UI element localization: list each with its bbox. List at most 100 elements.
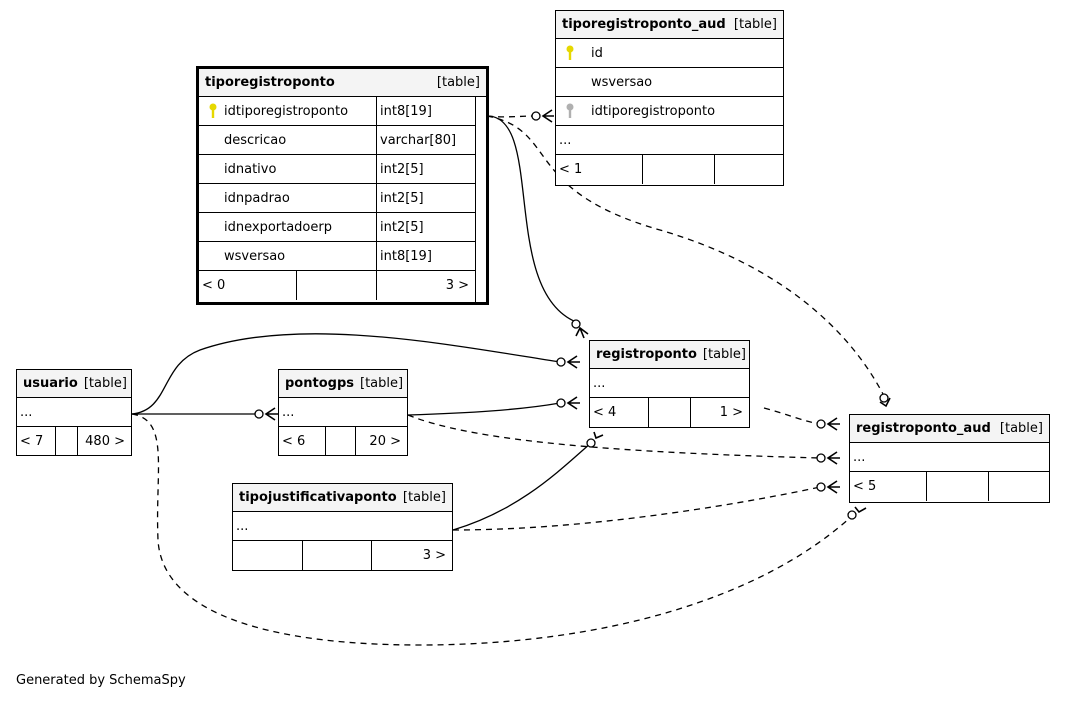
table-tiporegistroponto-aud[interactable]: tiporegistroponto_aud [table] id wsversa… (555, 10, 784, 186)
column-name: wsversao (224, 248, 286, 264)
child-count: 3 > (376, 271, 475, 300)
column-row: ... (279, 398, 407, 427)
edge-end-circle (571, 319, 581, 329)
column-name: id (591, 45, 603, 61)
child-count: 1 > (690, 398, 749, 427)
edge-end-circle (254, 409, 264, 419)
row-count (55, 427, 77, 456)
column-name: ... (282, 404, 295, 420)
column-row: idnpadrao int2[5] (199, 184, 475, 213)
parent-count: < 7 (20, 434, 44, 449)
table-footer: < 4 1 > (590, 398, 749, 427)
column-type: varchar[80] (376, 126, 475, 154)
edge-end-circle (556, 357, 566, 367)
crowfoot-icon (826, 451, 840, 465)
parent-count: < 6 (282, 434, 306, 449)
edge-end-circle (816, 419, 826, 429)
table-header: tiporegistroponto [table] (199, 69, 486, 97)
column-name: ... (559, 132, 572, 148)
table-header: registroponto_aud [table] (850, 415, 1049, 443)
column-name: idtiporegistroponto (591, 103, 716, 119)
edge-end-circle (586, 438, 596, 448)
table-type: [table] (702, 347, 746, 362)
table-footer: < 5 (850, 472, 1049, 501)
crowfoot-icon (854, 506, 867, 514)
table-name: usuario (23, 376, 78, 391)
edge-pontogps-to-registroponto-aud (407, 414, 821, 459)
crowfoot-icon (264, 407, 278, 421)
table-pontogps[interactable]: pontogps [table] ... < 6 20 > (278, 369, 408, 456)
table-header: registroponto [table] (590, 341, 749, 369)
edge-tipojustificativaponto-to-registroponto (452, 442, 592, 531)
row-count (302, 541, 371, 570)
edge-end-circle (556, 398, 566, 408)
crowfoot-icon (566, 396, 580, 410)
table-footer: < 1 (556, 155, 783, 184)
crowfoot-icon (826, 417, 840, 431)
parent-count: < 5 (853, 479, 877, 494)
table-footer: 3 > (233, 541, 452, 570)
table-header: tiporegistroponto_aud [table] (556, 11, 783, 39)
column-name: ... (236, 518, 249, 534)
table-type: [table] (733, 17, 777, 32)
table-name: tipojustificativaponto (239, 490, 397, 505)
crowfoot-icon (826, 480, 840, 494)
column-row: descricao varchar[80] (199, 126, 475, 155)
column-row: ... (590, 369, 749, 398)
column-type: int2[5] (376, 213, 475, 241)
table-registroponto-aud[interactable]: registroponto_aud [table] ... < 5 (849, 414, 1050, 503)
column-name: idnativo (224, 161, 277, 177)
table-type: [table] (436, 75, 480, 90)
edge-tipojustificativaponto-to-registroponto-aud (452, 486, 821, 531)
table-type: [table] (402, 490, 446, 505)
column-name: ... (853, 449, 866, 465)
row-count (926, 472, 988, 501)
child-count (988, 472, 1049, 501)
table-header: usuario [table] (17, 370, 131, 398)
row-count (642, 155, 714, 184)
table-type: [table] (999, 421, 1043, 436)
column-type: int2[5] (376, 184, 475, 212)
column-name: descricao (224, 132, 287, 148)
child-count: 480 > (77, 427, 131, 456)
table-name: pontogps (285, 376, 354, 391)
edge-usuario-to-registroponto (131, 333, 561, 415)
crowfoot-icon (566, 355, 580, 369)
column-name: idtiporegistroponto (224, 103, 349, 119)
table-registroponto[interactable]: registroponto [table] ... < 4 1 > (589, 340, 750, 428)
crowfoot-icon (541, 109, 554, 123)
parent-count: < 4 (593, 405, 617, 420)
edge-end-circle (531, 111, 541, 121)
edge-tiporegistroponto-to-registroponto (486, 115, 577, 323)
column-row: ... (850, 443, 1049, 472)
column-row: idtiporegistroponto int8[19] (199, 97, 475, 126)
table-tipojustificativaponto[interactable]: tipojustificativaponto [table] ... 3 > (232, 483, 453, 571)
parent-count (233, 541, 302, 570)
column-row: ... (556, 126, 783, 155)
table-name: tiporegistroponto_aud (562, 17, 726, 32)
child-count (714, 155, 783, 184)
table-usuario[interactable]: usuario [table] ... < 7 480 > (16, 369, 132, 456)
table-tiporegistroponto[interactable]: tiporegistroponto [table] idtiporegistro… (196, 66, 489, 305)
column-row: idtiporegistroponto (556, 97, 783, 126)
primary-key-icon (559, 45, 581, 61)
edge-end-circle (816, 482, 826, 492)
generated-by-label: Generated by SchemaSpy (16, 673, 186, 688)
column-type: int8[19] (376, 97, 475, 125)
column-name: idnpadrao (224, 190, 290, 206)
table-type: [table] (360, 376, 404, 391)
table-footer: < 0 3 > (199, 271, 475, 300)
primary-key-icon (202, 103, 224, 119)
column-row: wsversao int8[19] (199, 242, 475, 271)
table-footer: < 7 480 > (17, 427, 131, 456)
column-name: ... (593, 375, 606, 391)
edge-tiporegistroponto-to-registroponto-aud (486, 115, 885, 397)
column-name: ... (20, 404, 33, 420)
column-name: idnexportadoerp (224, 219, 332, 235)
table-name: registroponto (596, 347, 697, 362)
column-row: ... (17, 398, 131, 427)
column-name: wsversao (591, 74, 653, 90)
child-count: 20 > (355, 427, 407, 456)
row-count (296, 271, 376, 300)
